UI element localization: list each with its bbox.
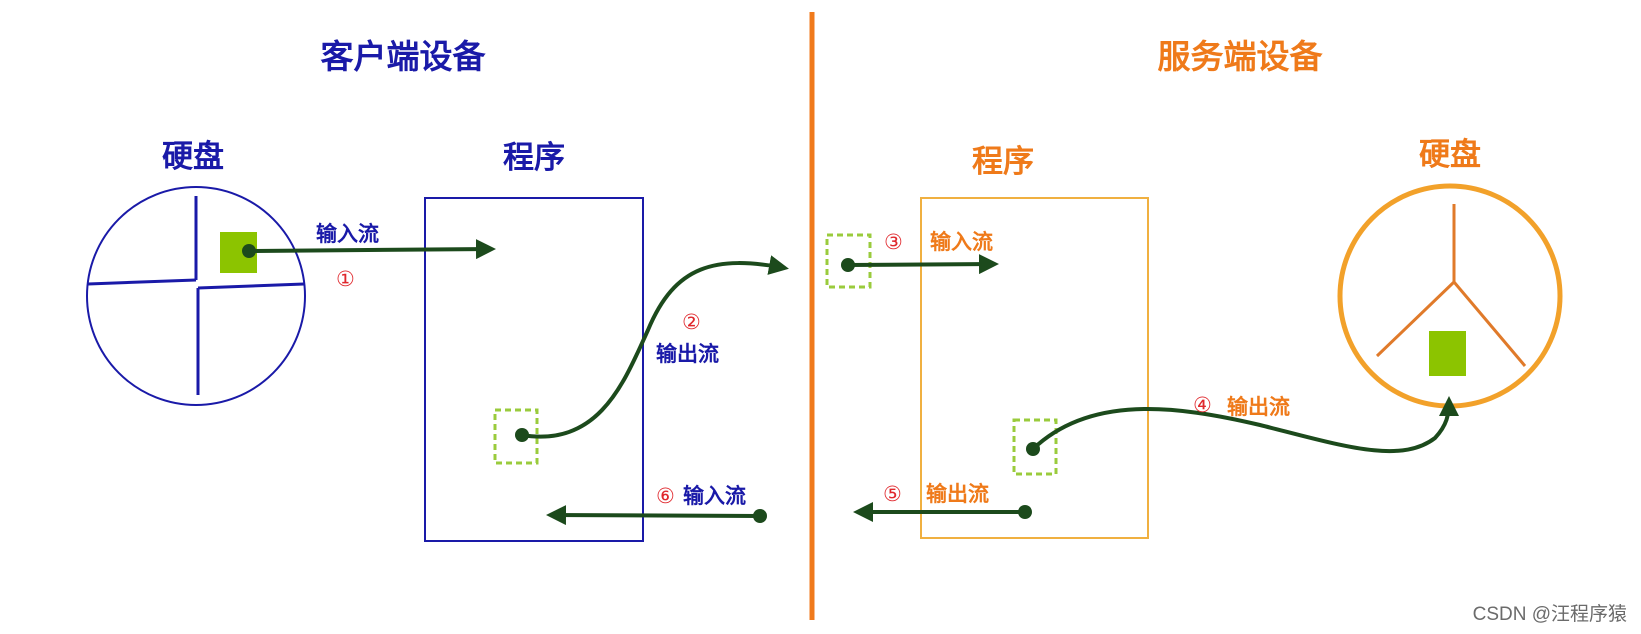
flow-4-step: ④ xyxy=(1193,393,1212,417)
flow-6-arrow xyxy=(546,505,767,526)
server-disk-label: 硬盘 xyxy=(1419,137,1481,173)
flow-3-arrow xyxy=(841,254,999,275)
server-title: 服务端设备 xyxy=(1158,37,1324,76)
client-program-buffer xyxy=(493,408,539,465)
watermark: CSDN @汪程序猿 xyxy=(1472,604,1627,625)
client-program-box xyxy=(424,197,644,542)
server-program-label: 程序 xyxy=(972,144,1034,180)
client-program-label: 程序 xyxy=(503,140,565,176)
flow-6-label: 输入流 xyxy=(683,484,746,508)
flow-1-step: ① xyxy=(336,267,355,291)
flow-5-step: ⑤ xyxy=(883,482,902,506)
flow-3-label: 输入流 xyxy=(930,230,993,254)
flow-5-label: 输出流 xyxy=(926,482,989,506)
flow-1-label: 输入流 xyxy=(316,222,379,246)
flow-2-step: ② xyxy=(682,310,701,334)
flow-2-arrow xyxy=(515,255,789,442)
flow-4-arrow xyxy=(1026,396,1459,456)
flow-3-step: ③ xyxy=(884,230,903,254)
server-disk-file xyxy=(1429,331,1466,376)
flow-1-arrow xyxy=(242,239,496,260)
server-input-buffer xyxy=(825,233,872,289)
flow-6-step: ⑥ xyxy=(656,484,675,508)
client-title: 客户端设备 xyxy=(321,37,487,76)
server-output-buffer xyxy=(1012,418,1058,476)
client-disk xyxy=(86,186,306,406)
flow-4-label: 输出流 xyxy=(1227,395,1290,419)
server-program-box xyxy=(920,197,1149,539)
flow-2-label: 输出流 xyxy=(656,342,719,366)
client-disk-label: 硬盘 xyxy=(162,139,224,175)
flow-5-arrow xyxy=(853,502,1032,522)
